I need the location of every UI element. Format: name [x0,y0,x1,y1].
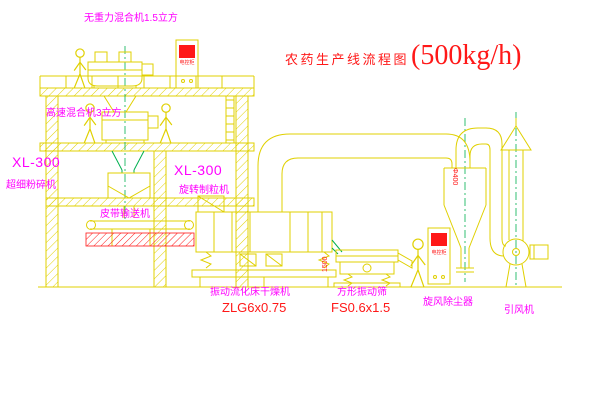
induced-draft-fan [502,238,549,288]
fan-downpipe [485,127,507,257]
operator-figure-ground [409,238,427,289]
label-cyclone: 旋风除尘器 [423,297,473,308]
vibrating-sieve [331,239,413,288]
label-dryer: 振动流化床干燥机 [210,287,290,298]
operator-figure-floor2-right [159,103,173,144]
control-cabinet-right [427,227,451,285]
title-capacity: (500kg/h) [411,40,522,71]
title-text: 农药生产线流程图 [285,52,410,67]
label-top-mixer: 无重力混合机1.5立方 [84,13,178,24]
top-mixer [87,51,154,113]
exhaust-duct [257,133,471,212]
fluid-bed-dryer [191,195,337,287]
label-duct-dimension: Φ400 [451,168,458,186]
operator-figure-top-deck [73,48,87,89]
centerlines [124,46,517,287]
label-sieve: 方形振动筛 [337,287,387,298]
label-sieve-dimension: 1500 [322,256,329,272]
label-dryer-model: ZLG6x0.75 [222,300,287,315]
label-xl300-mid: XL-300 [174,162,223,178]
granulator-hopper [107,150,151,218]
label-fan: 引风机 [504,305,534,316]
label-belt-conveyor: 皮带输送机 [100,209,150,220]
label-xl300-mid-sub: 旋转制粒机 [179,185,229,196]
diagram-title: 农药生产线流程图 (500kg/h) [285,40,521,72]
label-highspeed-mixer: 高速混合机3立方 [46,108,122,119]
platform-structure [39,75,255,288]
control-cabinet-top [175,39,199,89]
highspeed-mixer [101,111,159,143]
label-cabinet-top: 电控柜 [179,60,195,66]
label-sieve-model: FS0.6x1.5 [331,300,391,315]
label-cabinet-right: 电控柜 [431,250,447,256]
label-xl300-left-sub: 超细粉碎机 [6,180,56,191]
cyclone [443,127,487,273]
exhaust-stack [500,118,532,241]
label-xl300-left: XL-300 [12,154,61,170]
conveyor-pit-hatch [85,232,195,247]
